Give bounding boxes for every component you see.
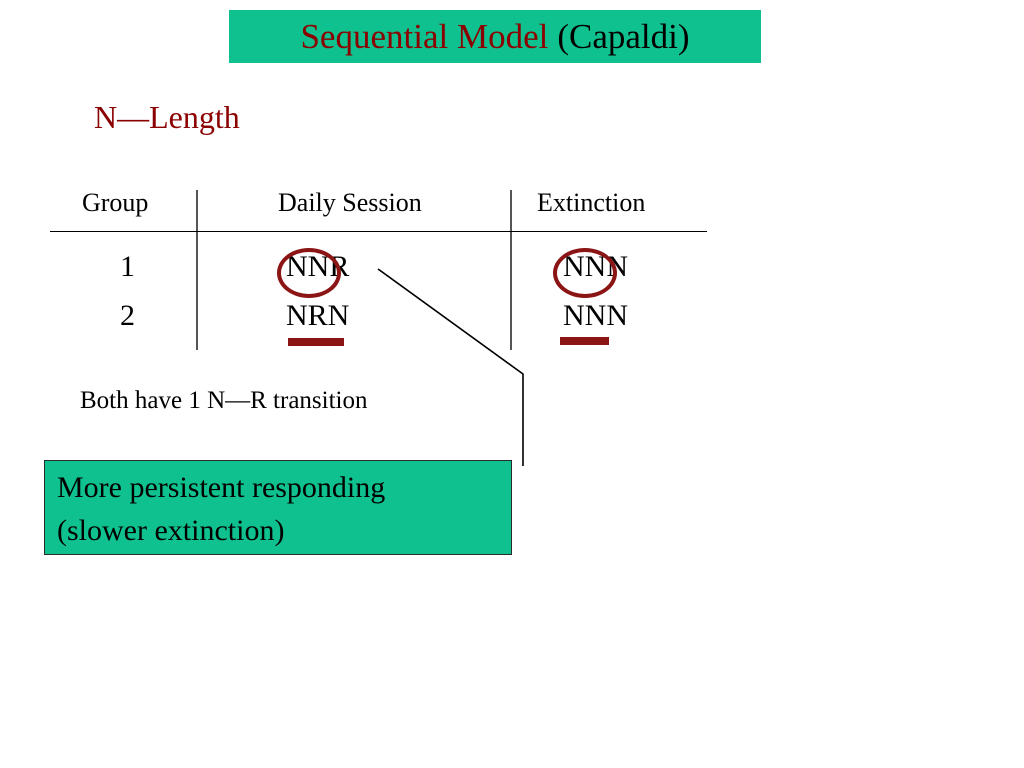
table-header-group: Group — [82, 188, 149, 217]
table-column-divider-right — [510, 190, 512, 350]
table-row: 2 — [120, 299, 135, 332]
callout-line-2: (slower extinction) — [57, 513, 285, 547]
slide-title-banner: Sequential Model (Capaldi) — [229, 10, 761, 63]
circle-annotation-icon-session — [277, 248, 341, 298]
table-row: 1 — [120, 250, 135, 283]
note-both-have-one-transition: Both have 1 N—R transition — [80, 387, 368, 414]
table-header-daily-session: Daily Session — [278, 188, 422, 217]
table-row: NRN — [286, 299, 350, 332]
circle-annotation-icon-extinction — [553, 248, 617, 298]
table-column-divider-left — [196, 190, 198, 350]
slide-title-main: Sequential Model — [300, 17, 549, 56]
slide-title-sub: (Capaldi) — [557, 17, 690, 56]
callout-line-1: More persistent responding — [57, 471, 386, 504]
table-header-extinction: Extinction — [537, 188, 646, 217]
table-header-rule — [50, 231, 707, 232]
design-table: Group Daily Session Extinction 1 NNR NNN… — [50, 190, 710, 355]
underline-annotation-session — [288, 338, 344, 346]
table-row: NNN — [563, 299, 628, 332]
subheading-n-length: N—Length — [94, 99, 240, 135]
underline-annotation-extinction — [560, 337, 609, 345]
callout-box-more-persistent-responding: More persistent responding (slower extin… — [44, 460, 512, 555]
